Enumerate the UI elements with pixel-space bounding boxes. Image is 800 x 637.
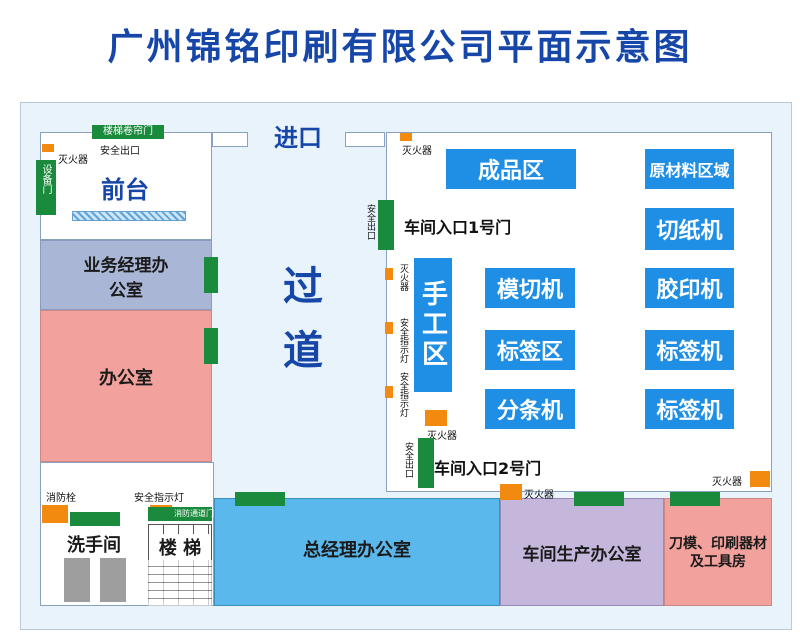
extinguisher-label: 灭火器 (402, 146, 432, 157)
label-machine-2: 标签机 (645, 389, 734, 429)
entrance-wall-left (212, 132, 248, 147)
office (40, 310, 212, 462)
die-cutter: 模切机 (485, 268, 575, 308)
entrance-label: 进口 (274, 123, 322, 152)
workshop-door-1-label: 车间入口1号门 (404, 218, 512, 237)
extinguisher-label: 灭火器 (398, 264, 408, 291)
fire-passage-door-label: 消防通道门 (174, 509, 214, 518)
stair-shutter-door (92, 125, 164, 139)
manager-office (40, 240, 212, 310)
washroom-door (70, 512, 120, 526)
fire-passage-door (148, 507, 212, 521)
stair-shutter-door-label: 楼梯卷帘门 (103, 126, 153, 137)
gm-office (214, 498, 500, 606)
safety-exit-label: 安全出口 (403, 442, 413, 478)
glue-machine: 胶印机 (645, 268, 734, 308)
label-zone: 标签区 (485, 330, 575, 370)
reception-desk (72, 211, 186, 221)
storage-door (36, 160, 56, 215)
production-office-label: 车间生产办公室 (522, 544, 642, 565)
extinguisher-icon (425, 410, 447, 426)
extinguisher-label: 灭火器 (58, 155, 88, 166)
manager-office-label: 业务经理办公室 (83, 256, 169, 301)
gm-office-door (235, 492, 285, 506)
fire-hydrant-icon (42, 505, 68, 523)
safety-light-icon (385, 322, 393, 334)
raw-material-zone: 原材料区域 (645, 149, 734, 189)
page-title: 广州锦铭印刷有限公司平面示意图 (107, 27, 693, 68)
production-office (500, 498, 664, 606)
tool-room-label: 刀模、印刷器材及工具房 (669, 536, 767, 570)
extinguisher-icon (750, 471, 770, 487)
extinguisher-label: 灭火器 (712, 477, 742, 488)
fire-hydrant-label: 消防栓 (46, 493, 76, 504)
stairs-label: 楼 梯 (150, 534, 210, 560)
stairs-steps (148, 560, 212, 606)
reception-label: 前台 (101, 175, 149, 204)
workshop-door-2-label: 车间入口2号门 (434, 459, 542, 478)
safety-exit-label: 安全出口 (365, 204, 375, 240)
safety-light-label: 安全指示灯 (134, 493, 184, 504)
safety-light-label: 安全指示灯 (398, 372, 408, 417)
office-door (204, 328, 218, 364)
extinguisher-icon (385, 268, 393, 280)
toilet-stall-2 (100, 558, 126, 602)
storage-door-label: 设备门 (40, 164, 51, 194)
extinguisher-label: 灭火器 (524, 490, 554, 501)
corridor-label-1: 过 (283, 264, 323, 310)
production-office-door (574, 492, 624, 506)
gm-office-label: 总经理办公室 (303, 540, 411, 561)
safety-light-icon (385, 386, 393, 398)
label-machine-1: 标签机 (645, 330, 734, 370)
manager-office-door (204, 257, 218, 293)
safety-exit-label: 安全出口 (100, 146, 140, 157)
workshop-door-1 (378, 200, 394, 250)
corridor-label-2: 道 (283, 328, 323, 374)
slitter: 分条机 (485, 389, 575, 429)
tool-room (664, 498, 772, 606)
extinguisher-icon (400, 133, 412, 141)
office-label: 办公室 (99, 368, 153, 389)
extinguisher-icon (500, 484, 522, 500)
workshop-door-2 (418, 438, 434, 488)
manual-zone: 手工区 (414, 258, 452, 392)
washroom-label: 洗手间 (67, 535, 121, 556)
finished-goods-zone: 成品区 (446, 149, 576, 189)
entrance-wall-right (345, 132, 385, 147)
safety-light-label: 安全指示灯 (398, 318, 408, 363)
extinguisher-icon (42, 144, 54, 152)
tool-room-door (670, 492, 720, 506)
extinguisher-label: 灭火器 (427, 431, 457, 442)
paper-cutter: 切纸机 (645, 208, 734, 250)
reception-area (40, 132, 212, 240)
toilet-stall-1 (64, 558, 90, 602)
